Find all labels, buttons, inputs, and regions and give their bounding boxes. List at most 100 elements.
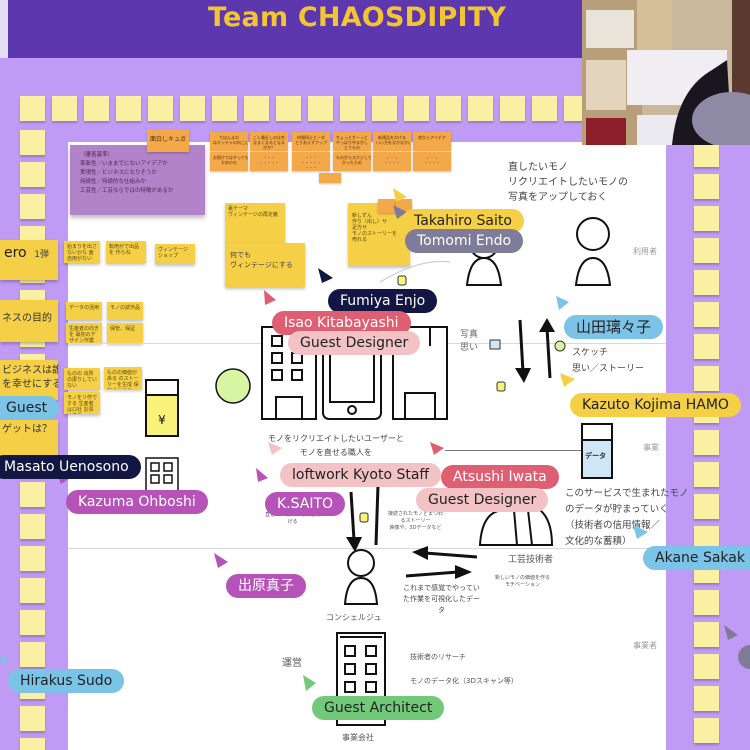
frame-sticky-note[interactable]	[116, 96, 141, 121]
frame-sticky-note[interactable]	[244, 96, 269, 121]
frame-sticky-note[interactable]	[180, 96, 205, 121]
frame-sticky-note[interactable]	[694, 302, 719, 327]
orange-sticky-note[interactable]: ・・・ ・・・・	[413, 152, 451, 171]
frame-sticky-note[interactable]	[308, 96, 333, 121]
frame-sticky-note[interactable]	[694, 686, 719, 711]
collaborator-tag[interactable]: Atsushi Iwata	[441, 465, 559, 489]
business-note[interactable]: ビジネスは誰 を幸せにする	[0, 360, 58, 400]
orange-sticky-note[interactable]: ではんまの はキッチャの向こに	[210, 132, 248, 151]
sticky-note-small[interactable]	[378, 199, 396, 213]
sticky-note[interactable]: 保管、保証	[107, 323, 143, 343]
participant-video[interactable]	[582, 0, 750, 145]
frame-sticky-note[interactable]	[212, 96, 237, 121]
collaborator-tag[interactable]: Kazuma Ohboshi	[66, 490, 208, 514]
collaborator-tag[interactable]: K.SAITO	[265, 492, 346, 516]
sticky-note[interactable]: モノの試作品	[107, 302, 143, 320]
collaborator-tag[interactable]: Akane Sakak	[643, 546, 750, 570]
frame-sticky-note[interactable]	[372, 96, 397, 121]
frame-sticky-note[interactable]	[20, 96, 45, 121]
orange-sticky-note[interactable]: ちょっとずーっと やっぱり中まかし とうもの	[333, 132, 371, 151]
orange-sticky-note[interactable]: ・・・ ・・・・	[373, 152, 411, 171]
sticky-note[interactable]: ヴィンテージショップ	[155, 244, 195, 264]
orange-sticky-note[interactable]: 仲間同士とーダ とりあえずアップ	[292, 132, 330, 151]
collaborator-tag[interactable]: Guest Designer	[416, 488, 549, 512]
frame-sticky-note[interactable]	[694, 142, 719, 167]
collaborator-tag[interactable]: Kazuto Kojima HAMO	[570, 393, 741, 417]
frame-sticky-note[interactable]	[276, 96, 301, 121]
frame-sticky-note[interactable]	[694, 622, 719, 647]
frame-sticky-note[interactable]	[694, 494, 719, 519]
theme-note[interactable]: 何でも ヴィンテージにする	[225, 243, 305, 287]
frame-sticky-note[interactable]	[694, 174, 719, 199]
collaborator-tag[interactable]: Tomomi Endo	[405, 229, 524, 253]
frame-sticky-note[interactable]	[20, 162, 45, 187]
frame-sticky-note[interactable]	[52, 96, 77, 121]
target-note[interactable]: ゲットは？	[0, 420, 58, 460]
arrow-right-icon	[405, 565, 472, 579]
frame-sticky-note[interactable]	[694, 238, 719, 263]
collaborator-tag[interactable]: Fumiya Enjo	[328, 289, 438, 313]
frame-sticky-note[interactable]	[20, 738, 45, 750]
frame-sticky-note[interactable]	[694, 590, 719, 615]
criteria-tab-note[interactable]: 面白しキュ点	[147, 130, 189, 152]
frame-sticky-note[interactable]	[532, 96, 557, 121]
sticky-note[interactable]: 始まりを出さないかな 面自用がない	[64, 241, 100, 263]
frame-sticky-note[interactable]	[20, 514, 45, 539]
frame-sticky-note[interactable]	[20, 706, 45, 731]
frame-sticky-note[interactable]	[694, 206, 719, 231]
arrow-left-icon	[412, 546, 478, 560]
purpose-note[interactable]: ネスの目的	[0, 300, 58, 342]
sticky-note[interactable]: 転用がで出品を 作らね	[106, 241, 146, 263]
orange-sticky-note[interactable]: 他からアイデア	[413, 132, 451, 151]
frame-sticky-note[interactable]	[404, 96, 429, 121]
frame-sticky-note[interactable]	[20, 482, 45, 507]
orange-sticky-note[interactable]: ・・・ ・・・・・ ・・・	[292, 152, 330, 171]
frame-sticky-note[interactable]	[20, 546, 45, 571]
orange-sticky-note[interactable]: ものからスクジしてまけ かったため	[333, 152, 371, 171]
frame-sticky-note[interactable]	[20, 194, 45, 219]
collaborator-tag[interactable]: Hirakus Sudo	[8, 669, 125, 693]
sticky-note[interactable]: 生産者の向きを 最初のデザイン作業	[66, 323, 102, 343]
frame-sticky-note[interactable]	[468, 96, 493, 121]
collaborator-tag[interactable]: Guest Architect	[312, 696, 445, 720]
frame-sticky-note[interactable]	[694, 654, 719, 679]
criteria-card[interactable]: （審査基準） 革新性／いままでにないアイデアか 実現性／ビジネスになりそうか 持…	[70, 145, 205, 215]
collaborator-tag[interactable]: Guest	[0, 396, 60, 420]
video-frame	[582, 0, 750, 145]
orange-sticky-note[interactable]	[319, 173, 341, 183]
cursor-icon	[318, 268, 333, 283]
connector-line	[445, 450, 585, 451]
collaborator-tag[interactable]: loftwork Kyoto Staff	[280, 463, 442, 487]
frame-sticky-note[interactable]	[436, 96, 461, 121]
frame-sticky-note[interactable]	[84, 96, 109, 121]
frame-sticky-note[interactable]	[20, 610, 45, 635]
frame-sticky-note[interactable]	[694, 334, 719, 359]
frame-sticky-note[interactable]	[694, 430, 719, 455]
frame-sticky-note[interactable]	[500, 96, 525, 121]
sticky-note[interactable]: データの活用	[66, 302, 102, 320]
frame-sticky-note[interactable]	[340, 96, 365, 121]
orange-sticky-note[interactable]: ごく最近しの仕性 なまくなるとなる かか？	[250, 132, 288, 151]
collaborator-tag[interactable]: 山田璃々子	[564, 315, 664, 339]
orange-sticky-note[interactable]: お続けではやってもみ かあのモ	[210, 152, 248, 171]
collaborator-tag[interactable]: Guest Designer	[288, 331, 421, 355]
frame-sticky-note[interactable]	[148, 96, 173, 121]
orange-sticky-note[interactable]: ・・・ ・・・・・	[250, 152, 288, 171]
orange-sticky-note[interactable]: 新規品をかげる いい方をなかなかい	[373, 132, 411, 151]
frame-sticky-note[interactable]	[20, 642, 45, 667]
collaborator-tag[interactable]: 出原真子	[226, 574, 306, 598]
frame-sticky-note[interactable]	[20, 130, 45, 155]
collaborator-tag[interactable]: Masato Uenosono	[0, 455, 141, 479]
frame-sticky-note[interactable]	[20, 578, 45, 603]
frame-sticky-note[interactable]	[694, 270, 719, 295]
caption-line: これまで感覚でやってい	[403, 584, 480, 592]
frame-sticky-note[interactable]	[694, 366, 719, 391]
sticky-note[interactable]: モノをリ作でする 生産者はロ社 お買い作る	[64, 392, 100, 414]
sticky-note[interactable]: ものの 出所の振りしていない	[64, 368, 100, 390]
frame-sticky-note[interactable]	[694, 718, 719, 743]
theme-note[interactable]: 裏テーマ ヴィンテージの再定義	[225, 203, 285, 243]
sticky-note[interactable]: ものの価値がある のストーリーを生成 保存ようにる	[104, 367, 142, 389]
frame-sticky-note[interactable]	[694, 462, 719, 487]
hero-note[interactable]: ero 1弾	[0, 240, 58, 280]
